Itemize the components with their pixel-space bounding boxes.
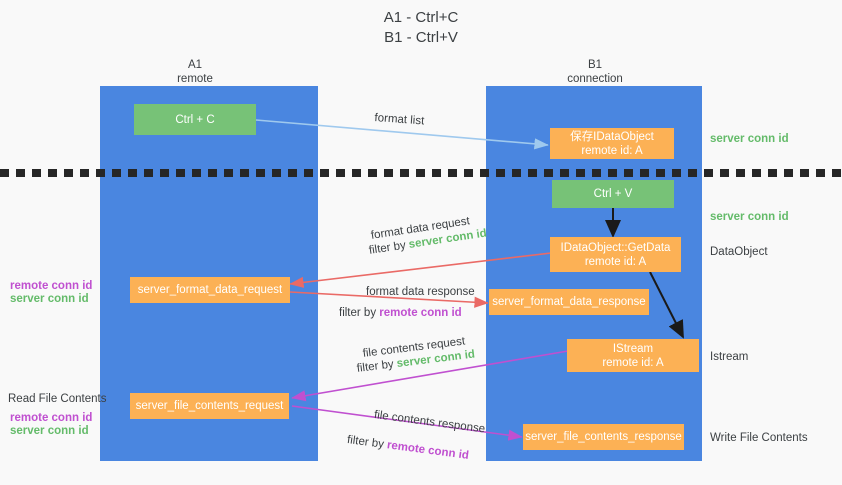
- filter-prefix-4: filter by: [346, 433, 388, 452]
- box-server-format-data-response-label: server_format_data_response: [492, 296, 646, 308]
- page-title: A1 - Ctrl+C B1 - Ctrl+V: [0, 8, 842, 48]
- box-save-idataobject-line2: remote id: A: [581, 144, 643, 157]
- column-b1-name: B1: [587, 59, 603, 71]
- arrow-label-file-contents-response: file contents response: [373, 408, 486, 436]
- filter-value-remote-conn-id-1: remote conn id: [379, 307, 462, 319]
- annotation-server-conn-id-top: server conn id: [710, 133, 789, 145]
- box-istream[interactable]: IStream remote id: A: [567, 339, 699, 372]
- phase-separator-dashed-line: [0, 169, 842, 177]
- box-server-file-contents-response[interactable]: server_file_contents_response: [523, 424, 684, 450]
- box-save-idataobject-line1: 保存IDataObject: [570, 130, 654, 143]
- box-ctrl-c[interactable]: Ctrl + C: [134, 104, 256, 135]
- annotation-dataobject: DataObject: [710, 246, 768, 258]
- column-header-b1: B1 connection: [520, 58, 670, 86]
- arrow-label-format-data-response-filter: filter by remote conn id: [339, 306, 462, 320]
- annotation-server-conn-id-left-mid: server conn id: [10, 293, 89, 305]
- box-istream-line2: remote id: A: [602, 356, 664, 369]
- box-server-format-data-request[interactable]: server_format_data_request: [130, 277, 290, 303]
- box-server-format-data-response[interactable]: server_format_data_response: [489, 289, 649, 315]
- box-istream-line1: IStream: [612, 342, 654, 355]
- title-line-1: A1 - Ctrl+C: [383, 9, 459, 26]
- column-b1-sublabel: connection: [567, 73, 623, 85]
- box-idataobject-getdata[interactable]: IDataObject::GetData remote id: A: [550, 237, 681, 272]
- box-server-format-data-request-label: server_format_data_request: [137, 284, 283, 296]
- box-save-idataobject[interactable]: 保存IDataObject remote id: A: [550, 128, 674, 159]
- filter-prefix-2: filter by: [339, 307, 380, 319]
- annotation-write-file-contents: Write File Contents: [710, 432, 808, 444]
- arrow-label-format-list: format list: [374, 111, 425, 128]
- box-server-file-contents-request[interactable]: server_file_contents_request: [130, 393, 289, 419]
- column-a1-name: A1: [187, 59, 203, 71]
- annotation-istream: Istream: [710, 351, 749, 363]
- arrow-label-format-data-response: format data response: [366, 286, 475, 298]
- box-ctrl-v[interactable]: Ctrl + V: [552, 180, 674, 208]
- box-getdata-line1: IDataObject::GetData: [560, 241, 671, 254]
- annotation-server-conn-id-left-low: server conn id: [10, 425, 89, 437]
- column-a1-sublabel: remote: [177, 73, 213, 85]
- filter-value-remote-conn-id-2: remote conn id: [386, 439, 470, 462]
- box-server-file-contents-request-label: server_file_contents_request: [135, 400, 284, 412]
- annotation-read-file-contents: Read File Contents: [8, 393, 107, 405]
- box-ctrl-c-label: Ctrl + C: [175, 113, 215, 126]
- title-line-2: B1 - Ctrl+V: [384, 29, 458, 46]
- annotation-remote-conn-id-mid: remote conn id: [10, 280, 93, 292]
- column-header-a1: A1 remote: [120, 58, 270, 86]
- annotation-server-conn-id-mid: server conn id: [710, 211, 789, 223]
- box-ctrl-v-label: Ctrl + V: [593, 188, 633, 200]
- filter-prefix-3: filter by: [356, 358, 398, 375]
- box-server-file-contents-response-label: server_file_contents_response: [525, 431, 682, 443]
- box-getdata-line2: remote id: A: [584, 255, 647, 268]
- annotation-remote-conn-id-low: remote conn id: [10, 412, 93, 424]
- arrow-label-file-contents-response-filter: filter by remote conn id: [346, 433, 469, 463]
